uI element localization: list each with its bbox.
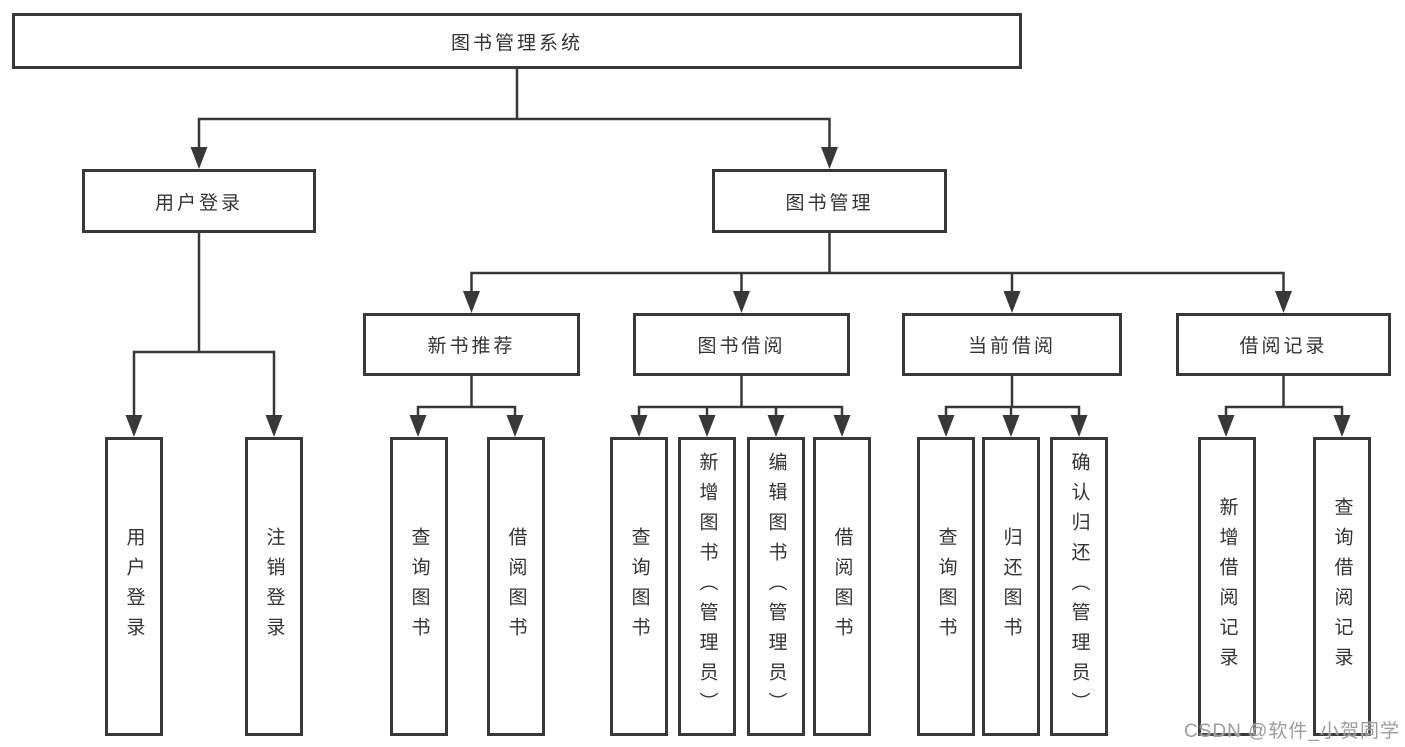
- leaf-confirm-return-admin-label: 确认归还（管理员）: [1068, 451, 1090, 722]
- node-new-book-recommend-label: 新书推荐: [427, 336, 516, 357]
- arrowhead: [125, 415, 143, 437]
- node-user-login-label: 用户登录: [154, 192, 243, 214]
- node-borrow-record-label: 借阅记录: [1239, 336, 1328, 357]
- leaf-add-borrow-record-label: 新增借阅记录: [1216, 496, 1238, 677]
- connector-book-management-children: [470, 233, 1285, 296]
- connector-user-login-children: [132, 233, 276, 420]
- node-current-borrow-label: 当前借阅: [967, 336, 1056, 357]
- arrowhead: [506, 415, 524, 437]
- arrowhead: [733, 291, 750, 313]
- leaf-recommend-query-book: 查询图书: [390, 437, 448, 736]
- leaf-current-query-book: 查询图书: [917, 437, 975, 736]
- leaf-edit-book-admin-label: 编辑图书（管理员）: [765, 451, 787, 722]
- leaf-edit-book-admin: 编辑图书（管理员）: [747, 437, 805, 736]
- csdn-watermark: CSDN @软件_小贺同学: [1184, 721, 1400, 742]
- node-current-borrow: 当前借阅: [902, 313, 1122, 376]
- leaf-return-book: 归还图书: [982, 437, 1040, 736]
- arrowhead: [1003, 291, 1021, 313]
- leaf-current-query-book-label: 查询图书: [935, 526, 957, 647]
- leaf-borrow-book-label: 借阅图书: [831, 526, 853, 647]
- arrowhead: [1217, 415, 1235, 437]
- node-book-management: 图书管理: [712, 169, 947, 233]
- leaf-query-borrow-record-label: 查询借阅记录: [1331, 496, 1353, 677]
- arrowhead: [767, 415, 785, 437]
- node-library-management-system-label: 图书管理系统: [450, 32, 583, 54]
- leaf-recommend-query-book-label: 查询图书: [408, 526, 430, 647]
- arrowhead: [265, 415, 283, 437]
- arrowhead: [1333, 415, 1351, 437]
- leaf-add-book-admin-label: 新增图书（管理员）: [696, 451, 718, 722]
- connector-root-to-level2: [197, 69, 831, 152]
- leaf-add-book-admin: 新增图书（管理员）: [678, 437, 736, 736]
- leaf-user-login: 用户登录: [105, 437, 163, 736]
- node-book-borrow: 图书借阅: [633, 313, 850, 376]
- connector-borrow-record-children: [1224, 376, 1344, 420]
- arrowhead: [409, 415, 427, 437]
- leaf-logout: 注销登录: [245, 437, 303, 736]
- node-new-book-recommend: 新书推荐: [363, 313, 580, 376]
- leaf-borrow-query-book-label: 查询图书: [628, 526, 650, 647]
- connector-book-borrow-children: [637, 376, 844, 420]
- arrowhead: [1275, 291, 1292, 313]
- arrowhead: [821, 147, 838, 169]
- arrowhead: [630, 415, 648, 437]
- leaf-borrow-book: 借阅图书: [813, 437, 871, 736]
- leaf-user-login-label: 用户登录: [123, 526, 145, 647]
- arrowhead: [1070, 415, 1088, 437]
- connector-current-borrow-children: [944, 376, 1081, 420]
- node-user-login: 用户登录: [82, 169, 316, 233]
- node-borrow-record: 借阅记录: [1176, 313, 1391, 376]
- node-book-management-label: 图书管理: [785, 192, 874, 214]
- node-library-management-system: 图书管理系统: [12, 13, 1022, 69]
- arrowhead: [463, 291, 480, 313]
- node-book-borrow-label: 图书借阅: [697, 336, 786, 357]
- arrowhead: [698, 415, 716, 437]
- leaf-borrow-query-book: 查询图书: [610, 437, 668, 736]
- arrowhead: [1002, 415, 1020, 437]
- leaf-logout-label: 注销登录: [263, 526, 285, 647]
- leaf-recommend-borrow-book: 借阅图书: [487, 437, 545, 736]
- arrowhead: [190, 147, 208, 169]
- leaf-return-book-label: 归还图书: [1000, 526, 1022, 647]
- leaf-confirm-return-admin: 确认归还（管理员）: [1050, 437, 1108, 736]
- arrowhead: [937, 415, 955, 437]
- leaf-add-borrow-record: 新增借阅记录: [1198, 437, 1256, 736]
- leaf-recommend-borrow-book-label: 借阅图书: [505, 526, 527, 647]
- arrowhead: [833, 415, 851, 437]
- connector-new-book-recommend-children: [416, 376, 517, 420]
- leaf-query-borrow-record: 查询借阅记录: [1313, 437, 1371, 736]
